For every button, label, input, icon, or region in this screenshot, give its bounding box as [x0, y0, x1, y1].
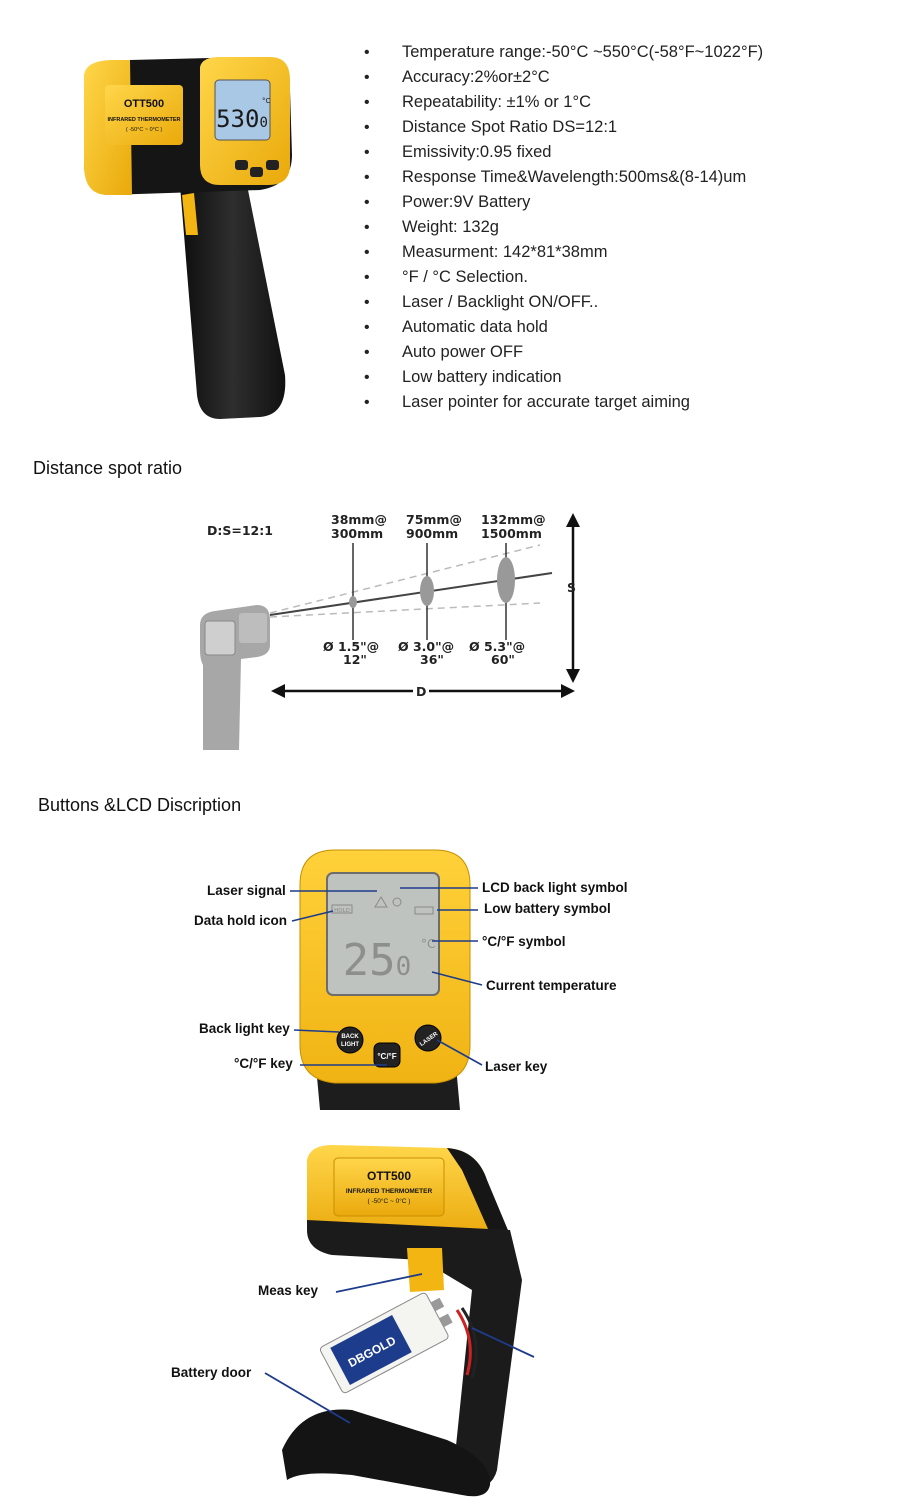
product-subtitle-label: INFRARED THERMOMETER	[107, 117, 180, 123]
spec-list: Temperature range:-50°C ~550°C(-58°F~102…	[362, 40, 763, 415]
lcd-back-light-symbol-label: LCD back light symbol	[482, 880, 628, 895]
backlight-symbol-icon	[392, 897, 402, 907]
battery-product-subtitle-label: INFRARED THERMOMETER	[346, 1188, 433, 1195]
spec-item: Emissivity:0.95 fixed	[362, 140, 763, 165]
lcd-buttons-diagram: HOLD 250 °C BACK LIGHT °C/°F LASER	[299, 849, 471, 1110]
product-lcd-reading: 5300	[216, 105, 268, 133]
spec-item: Automatic data hold	[362, 315, 763, 340]
buttons-section-title: Buttons &LCD Discription	[38, 795, 242, 815]
spot-1-metric-line2: 300mm	[331, 526, 383, 541]
spec-item: °F / °C Selection.	[362, 265, 763, 290]
svg-text:LIGHT: LIGHT	[341, 1042, 359, 1048]
current-temperature-label: Current temperature	[486, 978, 617, 993]
spec-item: Repeatability: ±1% or 1°C	[362, 90, 763, 115]
spec-item: Auto power OFF	[362, 340, 763, 365]
spec-item: Power:9V Battery	[362, 190, 763, 215]
lcd-annotation-lines	[290, 887, 483, 1066]
battery-compartment-image: OTT500 INFRARED THERMOMETER ( -50°C ~ 0°…	[282, 1145, 522, 1497]
battery-door-label: Battery door	[171, 1365, 252, 1380]
spec-item: Low battery indication	[362, 365, 763, 390]
lcd-unit-symbol: °C	[421, 937, 435, 951]
cf-key[interactable]: °C/°F	[373, 1042, 401, 1068]
spec-item: Distance Spot Ratio DS=12:1	[362, 115, 763, 140]
spec-item: Measurment: 142*81*38mm	[362, 240, 763, 265]
laser-key-label: Laser key	[485, 1059, 548, 1074]
spec-item: Laser / Backlight ON/OFF..	[362, 290, 763, 315]
low-battery-symbol-label: Low battery symbol	[484, 901, 611, 916]
spot-2-metric-line1: 75mm@	[406, 512, 462, 527]
spec-item: Laser pointer for accurate target aiming	[362, 390, 763, 415]
spec-item: Weight: 132g	[362, 215, 763, 240]
axis-s-label: S	[567, 580, 576, 595]
thermometer-product-image: OTT500 INFRARED THERMOMETER ( -50°C ~ 0°…	[84, 57, 292, 419]
meas-key-label: Meas key	[258, 1283, 319, 1298]
laser-signal-label: Laser signal	[207, 883, 286, 898]
laser-key[interactable]: LASER	[414, 1024, 442, 1052]
low-battery-icon	[414, 906, 434, 915]
spot-3-imperial-line1: Ø 5.3"@	[469, 639, 525, 654]
product-range-label: ( -50°C ~ 0°C )	[126, 127, 163, 133]
back-light-key-label: Back light key	[199, 1021, 290, 1036]
ratio-label: D:S=12:1	[207, 523, 273, 538]
distance-spot-ratio-diagram: D:S=12:1 38mm@ 300mm 75mm@ 900mm 132mm@ …	[200, 512, 580, 750]
battery-product-model-label: OTT500	[367, 1169, 411, 1183]
back-light-key[interactable]: BACK LIGHT	[336, 1026, 364, 1054]
spot-2-imperial-line2: 36"	[420, 652, 444, 667]
svg-text:°C: °C	[262, 97, 271, 105]
lcd-hold-icon: HOLD	[334, 908, 350, 914]
cf-key-label: °C/°F key	[234, 1056, 293, 1071]
spec-item: Temperature range:-50°C ~550°C(-58°F~102…	[362, 40, 763, 65]
cf-symbol-label: °C/°F symbol	[482, 934, 566, 949]
spot-3-metric-line1: 132mm@	[481, 512, 546, 527]
spot-3-imperial-line2: 60"	[491, 652, 515, 667]
laser-signal-icon	[374, 896, 388, 908]
battery-9v: DBGOLD	[319, 1292, 453, 1394]
spot-1-imperial-line2: 12"	[343, 652, 367, 667]
battery-annotation-lines	[264, 1273, 535, 1424]
battery-product-range-label: ( -50°C ~ 0°C )	[368, 1197, 411, 1205]
spot-2-metric-line2: 900mm	[406, 526, 458, 541]
svg-text:°C/°F: °C/°F	[377, 1052, 396, 1061]
axis-d-label: D	[416, 684, 426, 699]
distance-section-title: Distance spot ratio	[33, 458, 183, 478]
spot-3-metric-line2: 1500mm	[481, 526, 542, 541]
svg-text:BACK: BACK	[341, 1034, 359, 1040]
spec-item: Response Time&Wavelength:500ms&(8-14)um	[362, 165, 763, 190]
lcd-current-temperature: 250	[343, 935, 412, 986]
spot-2-imperial-line1: Ø 3.0"@	[398, 639, 454, 654]
product-model-label: OTT500	[124, 98, 164, 110]
spot-1-imperial-line1: Ø 1.5"@	[323, 639, 379, 654]
spot-1-metric-line1: 38mm@	[331, 512, 387, 527]
data-hold-icon-label: Data hold icon	[194, 913, 288, 928]
spec-item: Accuracy:2%or±2°C	[362, 65, 763, 90]
